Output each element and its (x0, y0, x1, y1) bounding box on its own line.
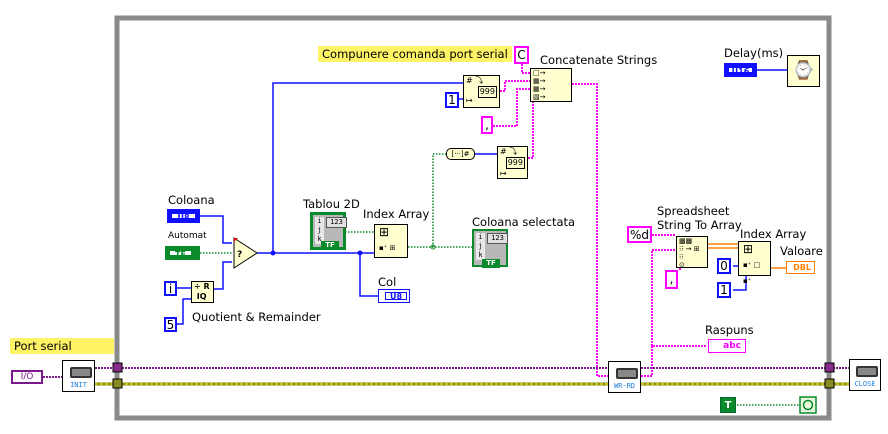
label-spreadsheet-2: String To Array (657, 218, 742, 232)
indicator-col[interactable]: U8 (378, 289, 410, 303)
wire-up-size (432, 153, 446, 247)
type-u16: U16 (728, 67, 753, 76)
wire-resp-spread (651, 249, 676, 346)
serial-port-icon (856, 366, 878, 377)
node-caption: CLOSE (854, 380, 876, 388)
serial-port-icon (69, 367, 92, 378)
node-caption: WR-RD (613, 382, 636, 390)
index-array-node-1[interactable]: ⊞▪⁺ ⊞ (374, 224, 408, 258)
label-index-array-2: Index Array (740, 227, 807, 241)
label-raspuns: Raspuns (705, 323, 754, 337)
serial-port-icon (615, 368, 638, 379)
svg-text:?: ? (237, 250, 242, 260)
wire-concat-out (572, 83, 608, 377)
label-coloana-selectata: Coloana selectata (472, 215, 576, 229)
index-array-node-2[interactable]: ⊞▪⁺ □▪⁺ (738, 241, 771, 285)
constant-string-comma[interactable]: , (481, 116, 493, 134)
label-valoare: Valoare (780, 244, 823, 258)
type-u8: U8 (385, 292, 407, 301)
wire-comma-concat (493, 88, 530, 127)
label-index-array-1: Index Array (363, 207, 430, 221)
wait-ms-node[interactable]: ⌚ (787, 55, 820, 87)
control-delay[interactable]: U16 (724, 63, 757, 77)
wire-junction (270, 250, 276, 256)
wire-to-col (359, 253, 378, 297)
constant-true[interactable]: T (720, 397, 736, 413)
array-type: TF (482, 259, 500, 268)
wire-quot-select (214, 261, 232, 290)
number-to-string-node-2[interactable]: # ⤵999↦ (497, 146, 528, 179)
while-loop-border[interactable] (114, 15, 832, 421)
wire-one-b (733, 276, 747, 291)
label-tablou2d: Tablou 2D (303, 197, 360, 211)
tunnel-visa-in[interactable] (112, 362, 123, 373)
control-automat[interactable]: TF (165, 246, 200, 260)
concatenate-strings-node[interactable]: □→▦→▦→▧→ (530, 68, 572, 102)
constant-one[interactable]: 1 (445, 92, 459, 108)
array-value: 123 (487, 233, 508, 244)
wire-junction (430, 244, 436, 250)
loop-condition-terminal[interactable] (799, 396, 817, 414)
spreadsheet-string-to-array-node[interactable]: ▩▩⁝⁝ → ⊞⁝⁝⊙ (676, 236, 708, 269)
wire-5-quot (177, 298, 191, 325)
number-to-string-node-1[interactable]: # ⤵999↦ (463, 75, 500, 108)
type-u8: U8 (171, 213, 196, 222)
node-caption: INIT (70, 381, 87, 389)
indicator-valoare[interactable]: DBL (786, 261, 815, 274)
label-concatenate: Concatenate Strings (540, 53, 658, 67)
label-coloana: Coloana (168, 193, 215, 207)
control-visa-resource[interactable]: I/O (11, 370, 43, 384)
tunnel-visa-out[interactable] (824, 362, 835, 373)
tunnel-error-out[interactable] (824, 378, 835, 389)
visa-close-node[interactable]: CLOSE (849, 359, 881, 391)
note-compose-command: Compunere comanda port serial (318, 46, 512, 62)
note-serial-port: Port serial (10, 338, 114, 354)
select-node[interactable]: ? (233, 237, 258, 269)
label-quotient: Quotient & Remainder (192, 310, 321, 324)
clock-icon: ⌚ (792, 60, 815, 81)
label-delay: Delay(ms) (724, 46, 784, 60)
visa-write-read-node[interactable]: WR-RD (608, 361, 641, 393)
wire-up-numstr (272, 82, 463, 253)
indicator-raspuns[interactable]: abc (708, 339, 746, 353)
format-display: 999 (505, 157, 525, 169)
wire-num1-concat (500, 80, 530, 92)
constant-string-c[interactable]: C (514, 46, 529, 64)
visa-init-node[interactable]: INIT (62, 360, 95, 392)
array-value: 123 (326, 217, 347, 228)
type-tf: TF (169, 250, 192, 259)
constant-zero[interactable]: 0 (717, 258, 731, 274)
constant-format-d[interactable]: %d (627, 226, 652, 243)
wire-coloana (200, 215, 232, 244)
array-type: TF (321, 241, 339, 250)
array-size-node[interactable]: [···]# (446, 148, 475, 160)
tunnel-error-in[interactable] (112, 378, 123, 389)
format-display: 999 (477, 86, 497, 98)
constant-five[interactable]: 5 (164, 317, 177, 332)
wire-num2-concat (528, 96, 534, 159)
label-col: Col (378, 275, 397, 289)
control-coloana[interactable]: U8 (167, 209, 200, 223)
wire-junction (357, 250, 363, 256)
label-spreadsheet-1: Spreadsheet (657, 204, 730, 218)
quotient-remainder-node[interactable]: ÷ R IQ (191, 281, 214, 303)
constant-string-comma-2[interactable]: , (665, 270, 678, 289)
constant-loop-index[interactable]: i (164, 281, 177, 296)
constant-one-b[interactable]: 1 (717, 282, 731, 298)
wire-c (521, 64, 530, 74)
wire-resp (641, 345, 706, 377)
label-automat: Automat (168, 231, 207, 241)
